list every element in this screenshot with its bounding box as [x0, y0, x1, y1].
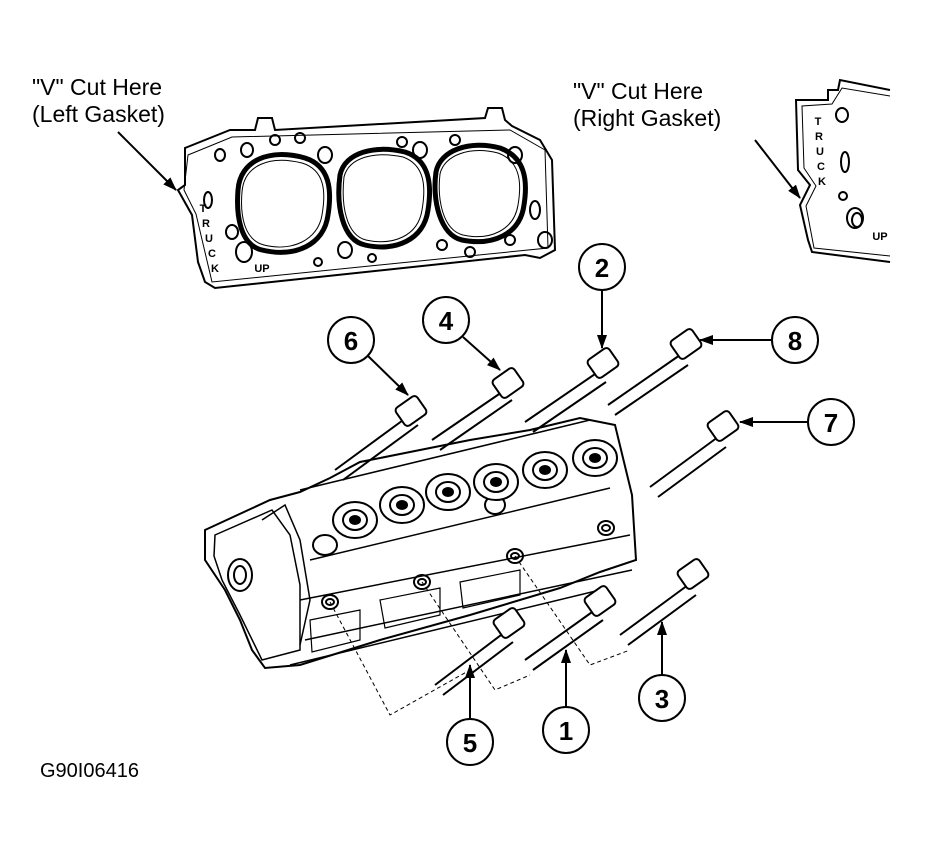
callout-number: 8 — [788, 326, 802, 356]
callout-number: 1 — [559, 716, 573, 746]
truck-letter: R — [815, 131, 823, 143]
right-caption-line-2: (Right Gasket) — [573, 105, 722, 131]
callout-number: 4 — [439, 306, 454, 336]
callout-4: 4 — [422, 296, 470, 344]
callout-3: 3 — [638, 674, 686, 722]
callout-leaders — [367, 290, 808, 718]
up-label: UP — [254, 263, 269, 275]
head-bolts — [334, 328, 740, 696]
callout-number: 6 — [344, 326, 358, 356]
truck-letter: T — [200, 203, 207, 215]
alignment-dash-lines — [329, 555, 631, 716]
figure-id: G90I06416 — [40, 760, 139, 782]
head-bolt-3 — [619, 558, 710, 646]
left-head-gasket — [176, 107, 557, 290]
head-bolt-8 — [607, 328, 703, 416]
right-v-cut-arrow — [754, 139, 801, 199]
left-caption-line-2: (Left Gasket) — [32, 101, 165, 127]
up-label: UP — [872, 231, 887, 243]
head-bolt-6 — [334, 395, 428, 481]
head-bolt-7 — [649, 410, 740, 498]
valve-springs — [332, 439, 618, 539]
left-gasket-caption: "V" Cut Here (Left Gasket) — [32, 74, 165, 128]
callout-2: 2 — [578, 243, 626, 291]
truck-letter: U — [205, 233, 213, 245]
callout-number: 3 — [655, 684, 669, 714]
right-head-gasket — [794, 78, 891, 263]
callout-7: 7 — [807, 398, 855, 446]
truck-letter: K — [818, 176, 826, 188]
callout-5: 5 — [446, 718, 494, 766]
head-bolt-2 — [524, 347, 620, 433]
left-gasket-truck-marking: T R U C K UP — [200, 203, 270, 275]
right-gasket-truck-marking: T R U C K UP — [815, 116, 888, 243]
callout-8: 8 — [771, 316, 819, 364]
head-bolt-5 — [434, 607, 526, 696]
head-bolt-4 — [431, 367, 525, 451]
callout-number: 7 — [824, 408, 838, 438]
truck-letter: T — [815, 116, 822, 128]
left-caption-line-1: "V" Cut Here — [32, 74, 163, 100]
right-gasket-caption: "V" Cut Here (Right Gasket) — [573, 78, 721, 132]
truck-letter: U — [816, 146, 824, 158]
truck-letter: C — [817, 161, 825, 173]
cylinder-head — [204, 416, 638, 670]
right-caption-line-1: "V" Cut Here — [573, 78, 704, 104]
callout-number: 2 — [595, 253, 609, 283]
callout-6: 6 — [327, 316, 375, 364]
left-v-cut-arrow — [117, 131, 177, 191]
callout-1: 1 — [542, 706, 590, 754]
head-bolt-1 — [524, 585, 617, 671]
callout-number: 5 — [463, 728, 477, 758]
truck-letter: C — [208, 248, 216, 260]
truck-letter: R — [202, 218, 210, 230]
truck-letter: K — [211, 263, 219, 275]
